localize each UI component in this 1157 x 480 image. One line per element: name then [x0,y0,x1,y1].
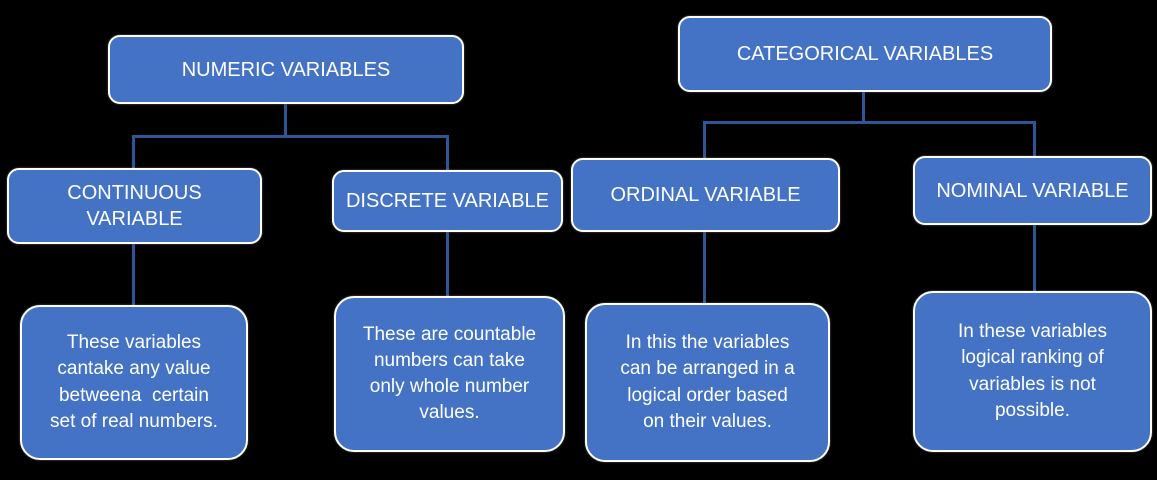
desc-ordinal-variable: In this the variables can be arranged in… [585,303,830,462]
node-categorical-variables: CATEGORICAL VARIABLES [678,16,1052,92]
connector-categorical-drop-nominal [1033,121,1036,156]
node-ordinal-variable: ORDINAL VARIABLE [571,158,840,232]
node-nominal-variable: NOMINAL VARIABLE [913,156,1152,225]
connector-categorical-stem [862,92,865,124]
node-numeric-variables: NUMERIC VARIABLES [108,35,464,104]
connector-numeric-crossbar [132,135,449,138]
desc-discrete-variable: These are countable numbers can take onl… [334,296,565,452]
connector-continuous-description [132,244,135,305]
connector-numeric-drop-continuous [132,135,135,168]
node-continuous-variable: CONTINUOUS VARIABLE [7,168,262,244]
node-discrete-variable: DISCRETE VARIABLE [332,170,563,232]
connector-categorical-drop-ordinal [703,121,706,158]
desc-continuous-variable: These variables cantake any value betwee… [20,305,248,460]
desc-nominal-variable: In these variables logical ranking of va… [913,291,1152,452]
connector-nominal-description [1033,225,1036,291]
connector-discrete-description [446,232,449,296]
connector-numeric-drop-discrete [446,135,449,170]
connector-categorical-crossbar [703,121,1036,124]
connector-ordinal-description [703,232,706,303]
connector-numeric-stem [284,104,287,137]
